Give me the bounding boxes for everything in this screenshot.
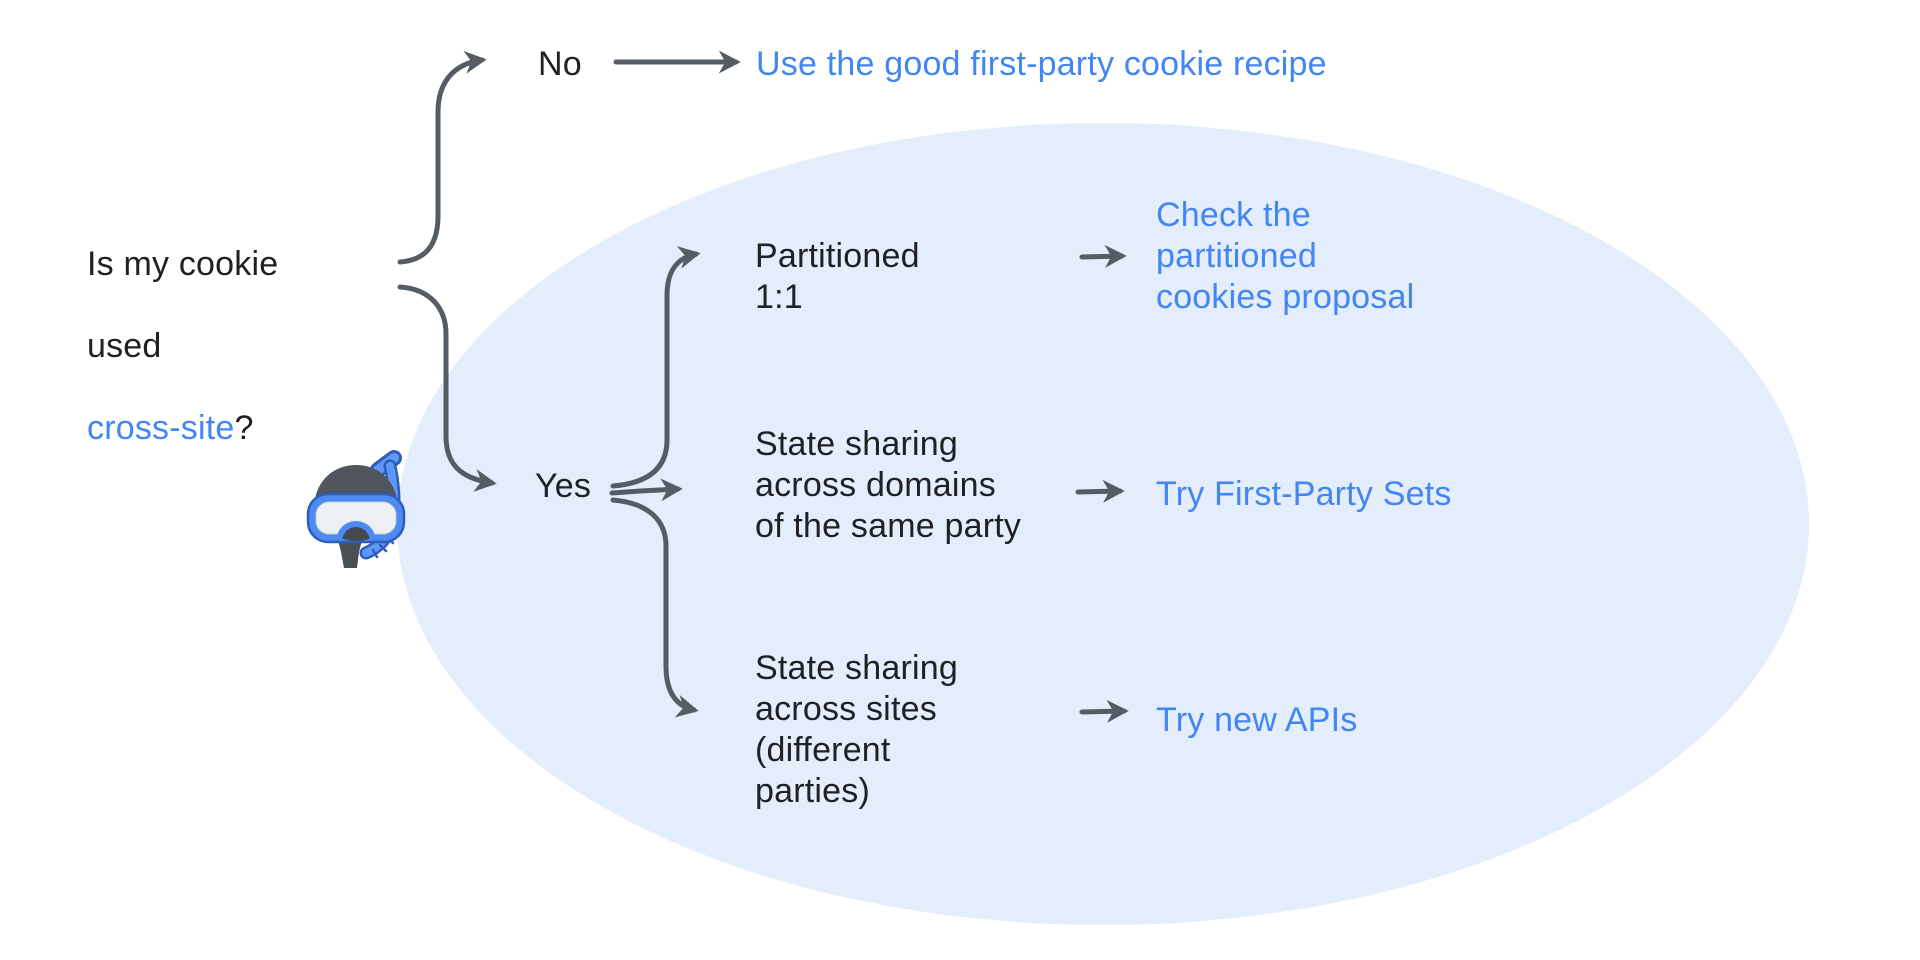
outcome-first-party-recipe-link[interactable]: Use the good first-party cookie recipe [756, 45, 1327, 83]
question-highlight: cross-site [87, 409, 235, 447]
no-node-label: No [538, 45, 582, 83]
diving-mask-icon [306, 450, 406, 568]
question-line1: Is my cookie [87, 245, 279, 283]
question-line2: used [87, 327, 162, 365]
arrow-yes-to-domains [609, 478, 683, 502]
arrow-yes-to-partitioned [610, 246, 701, 489]
arrow-question-to-yes [397, 284, 497, 492]
outcome-partitioned-cookies-link[interactable]: Check the partitioned cookies proposal [1156, 196, 1415, 316]
outcome-first-party-sets-link[interactable]: Try First-Party Sets [1156, 475, 1452, 513]
yes-node-label: Yes [535, 467, 592, 505]
highlight-ellipse [397, 123, 1809, 925]
question-text: Is my cookie used cross-site? [87, 203, 278, 449]
arrow-question-to-no [397, 50, 487, 265]
outcome-new-apis-link[interactable]: Try new APIs [1156, 701, 1358, 739]
condition-state-sharing-sites: State sharing across sites (different pa… [755, 649, 958, 810]
arrow-yes-to-sites [610, 497, 699, 718]
arrow-sites-to-outcome [1079, 699, 1129, 723]
condition-partitioned: Partitioned 1:1 [755, 237, 920, 316]
arrow-domains-to-outcome [1075, 479, 1125, 503]
question-suffix: ? [234, 409, 254, 447]
arrow-partitioned-to-outcome [1079, 244, 1127, 268]
condition-state-sharing-domains: State sharing across domains of the same… [755, 425, 1022, 545]
